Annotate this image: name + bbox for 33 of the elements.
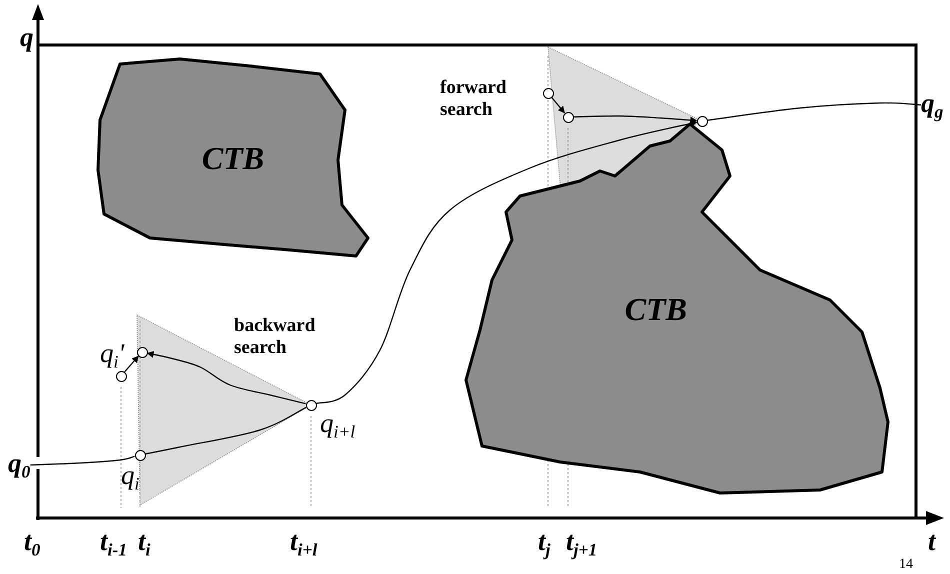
trajectory-line (30, 456, 135, 466)
state-label: q$_{i+l}$ (320, 410, 356, 441)
path-node-circle (696, 116, 708, 126)
arrow (124, 356, 139, 372)
state-label: q$_{g}$ (921, 90, 944, 121)
tick-label: t$_{i+l}$ (290, 528, 318, 559)
state-label: q$_{i}$' (100, 340, 124, 371)
region-label: CTB (624, 292, 687, 324)
arrow (146, 351, 306, 404)
state-label: q$_{0}$ (8, 450, 30, 481)
obstacle-region (98, 59, 368, 256)
arrow (573, 115, 698, 124)
arrow (316, 120, 698, 404)
tick-label: t$_{0}$ (24, 528, 40, 559)
annotation: forward search (440, 77, 508, 121)
path-node-circle (542, 88, 554, 98)
axis-label: t (928, 528, 936, 555)
path-node-circle (116, 370, 126, 382)
arrow (551, 96, 565, 114)
state-label: q$_{i}$ (121, 462, 140, 493)
tick-label: t$_{j+1}$ (566, 528, 598, 559)
trajectory-line (145, 406, 306, 454)
tick-label: t$_{i-1}$ (100, 528, 127, 559)
annotation: backward search (234, 315, 316, 359)
tick-label: t$_{i}$ (138, 528, 150, 559)
path-node-circle (306, 400, 316, 410)
tick-label: t$_{j}$ (538, 528, 550, 559)
page-number: 14 (899, 558, 913, 572)
region-label: CTB (202, 142, 264, 174)
path-node-circle (134, 450, 146, 460)
trajectory-line (707, 102, 922, 121)
obstacle-region (466, 124, 888, 493)
axis-label: q (20, 24, 34, 51)
